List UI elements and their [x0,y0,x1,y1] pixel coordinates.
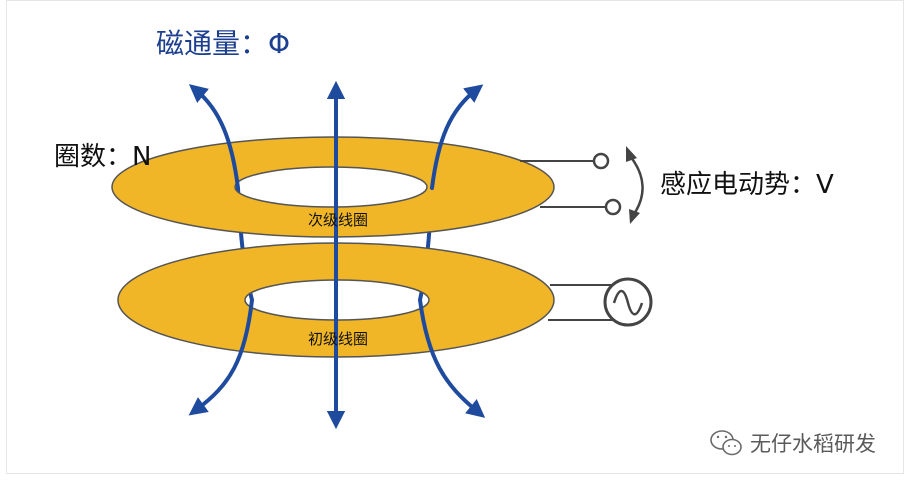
turns-label: 圈数：N [54,142,152,172]
emf-arrow-head-bottom [629,209,640,224]
image-frame [6,0,904,474]
secondary-coil-ring [111,136,555,238]
flux-arrow-upper-left [188,84,240,190]
secondary-coil [111,136,555,238]
secondary-coil-label: 次级线圈 [307,211,369,229]
watermark: 无仔水稻研发 [712,432,876,456]
wechat-icon [710,430,742,456]
emf-label: 感应电动势：V [660,170,834,200]
emf-double-arrow [626,146,644,224]
flux-label: 磁通量：Φ [156,27,291,60]
flux-arrow-upper-right [430,84,484,190]
sine-wave-icon [612,289,644,316]
flux-arrow-lower-right [418,298,486,418]
primary-coil-label: 初级线圈 [307,330,369,348]
terminal-icon-bottom [604,198,622,216]
emf-arrow-line [629,155,644,215]
secondary-circuit [520,152,622,216]
terminal-icon-top [592,152,610,170]
primary-circuit [548,277,653,327]
watermark-text: 无仔水稻研发 [750,431,876,456]
primary-coil [117,242,555,358]
flux-arrow-lower-left [188,298,254,416]
watermark-icon-space [712,432,742,456]
emf-arrow-head-top [626,146,637,162]
primary-coil-ring [117,242,555,358]
flux-lines-front [188,80,486,430]
